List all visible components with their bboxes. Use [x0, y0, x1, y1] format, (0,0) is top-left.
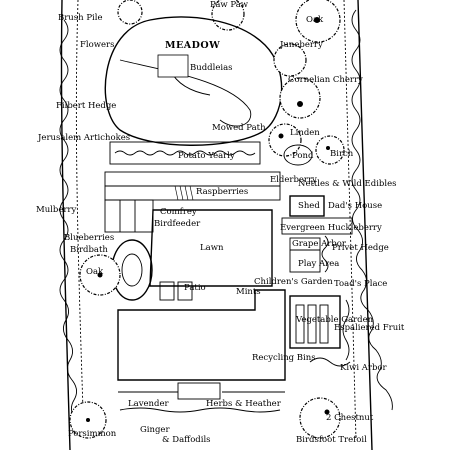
evergreen-huckleberry-bed — [281, 217, 353, 235]
play-area — [289, 237, 321, 273]
meadow-area — [104, 16, 283, 146]
label-paw-paw: Paw Paw — [210, 0, 249, 10]
label-raspberries: Raspberries — [196, 187, 248, 197]
label-ginger: Ginger — [140, 425, 170, 435]
label-cornelian-cherry: Cornelian Cherry — [288, 75, 363, 85]
label-nettles: Nettles & Wild Edibles — [298, 179, 396, 189]
label-filbert-hedge: Filbert Hedge — [56, 101, 116, 111]
top-trees — [117, 0, 341, 43]
patio — [159, 281, 193, 301]
label-evergreen-huckleberry: Evergreen Huckleberry — [280, 223, 382, 233]
label-patio: Patio — [184, 283, 206, 293]
label-flowers: Flowers — [80, 40, 114, 50]
label-birdfeeder: Birdfeeder — [154, 219, 201, 229]
label-oak-mid: Oak — [86, 267, 104, 277]
map-labels: Brush Pile Paw Paw Oak Flowers MEADOW Ju… — [36, 0, 405, 445]
label-comfrey: Comfrey — [160, 207, 197, 217]
label-birch: Birch — [330, 149, 354, 159]
label-brush-pile: Brush Pile — [58, 13, 103, 23]
vegetable-garden — [289, 295, 350, 361]
label-espaliered-fruit: Espaliered Fruit — [334, 323, 405, 333]
berry-beds — [104, 171, 281, 201]
label-lavender: Lavender — [128, 399, 169, 409]
label-lawn: Lawn — [200, 243, 224, 253]
label-chestnut: 2 Chestnut — [326, 413, 374, 423]
right-trees — [268, 43, 345, 165]
label-cornelian: Cornelian Cherry — [288, 75, 363, 85]
kiwi-arbor — [309, 357, 351, 367]
label-daffodils: & Daffodils — [162, 435, 211, 445]
label-grape-arbor: Grape Arbor — [292, 239, 347, 249]
label-privet-hedge: Privet Hedge — [332, 243, 389, 253]
potato-bed — [109, 141, 261, 165]
label-blueberries: Blueberries — [64, 233, 114, 243]
label-pond: Pond — [292, 151, 314, 161]
label-mints: Mints — [236, 287, 261, 297]
label-birdsfoot-trefoil: Birdsfoot Trefoil — [296, 435, 367, 445]
label-play-area: Play Area — [298, 259, 339, 269]
herb-beds — [118, 391, 285, 413]
label-persimmon: Persimmon — [68, 429, 117, 439]
label-kiwi-arbor: Kiwi Arbor — [340, 363, 388, 373]
label-potato-yearly: Potato Yearly — [178, 151, 235, 161]
oak-mid-tree — [79, 254, 121, 296]
comfrey-bed — [104, 199, 154, 233]
label-shed: Shed — [298, 201, 320, 211]
label-mulberry: Mulberry — [36, 205, 76, 215]
label-mowed-path: Mowed Path — [212, 123, 266, 133]
label-birdbath: Birdbath — [70, 245, 108, 255]
label-linden: Linden — [290, 128, 320, 138]
label-dads-house: Dad's House — [328, 201, 382, 211]
label-oak-top: Oak — [306, 15, 324, 25]
label-childrens-garden: Children's Garden — [254, 277, 333, 287]
bottom-trees — [69, 397, 341, 439]
label-recycling-bins: Recycling Bins — [252, 353, 316, 363]
label-buddleias: Buddleias — [190, 63, 233, 73]
label-elderberry: Elderberry — [270, 175, 317, 185]
filbert-hedge-shrubs — [59, 19, 77, 421]
label-juneberry: Juneberry — [279, 40, 323, 50]
label-meadow: MEADOW — [165, 40, 220, 51]
main-house — [117, 289, 286, 400]
label-vegetable-garden: Vegetable Garden — [295, 315, 374, 325]
shed-building — [289, 195, 325, 217]
label-jerusalem-artichokes: Jerusalem Artichokes — [37, 133, 130, 143]
label-herbs-heather: Herbs & Heather — [206, 399, 282, 409]
right-edge-shrubs — [351, 9, 393, 411]
pond — [283, 144, 313, 166]
privet-hedge — [321, 235, 329, 273]
label-toads-place: Toad's Place — [334, 279, 387, 289]
